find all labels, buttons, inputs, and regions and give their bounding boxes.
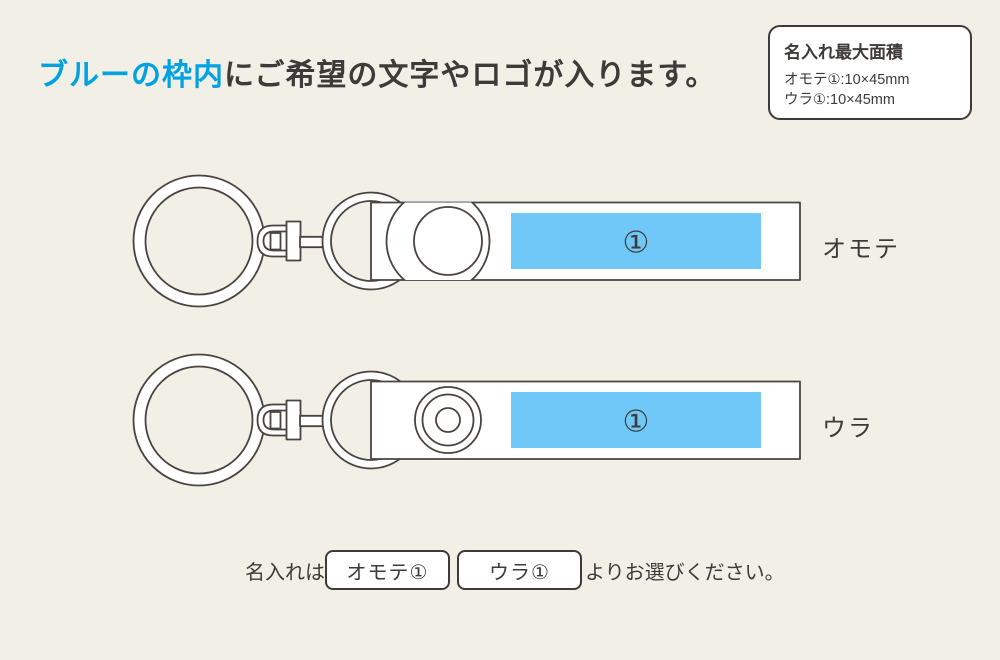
print-area-front [511, 213, 761, 269]
imprint-choice-prefix: 名入れは [245, 561, 325, 584]
snap-button-back-center [435, 407, 461, 433]
info-box-line-front: オモテ①:10×45mm [784, 72, 910, 88]
swivel-collar [285, 220, 302, 262]
print-area-back-marker: ① [623, 405, 650, 440]
snap-button-front [413, 206, 483, 276]
keychain-illustration-front: ① [132, 174, 801, 308]
option-button-front[interactable]: オモテ① [325, 550, 450, 590]
imprint-choice-suffix: よりお選びください。 [585, 561, 785, 584]
info-box-title: 名入れ最大面積 [784, 43, 903, 62]
keychain-illustration-back: ① [132, 353, 801, 487]
page-title-highlight: ブルーの枠内 [38, 59, 224, 92]
page-title: ブルーの枠内にご希望の文字やロゴが入ります。 [38, 50, 716, 94]
side-label-back: ウラ [822, 415, 874, 442]
print-area-back [511, 392, 761, 448]
snap-button-back-middle [421, 393, 475, 447]
imprint-size-info-box: 名入れ最大面積 オモテ①:10×45mm ウラ①:10×45mm [768, 25, 972, 120]
imprint-choice-row: 名入れは オモテ① ウラ① よりお選びください。 [245, 550, 785, 590]
key-ring-inner [144, 365, 254, 475]
info-box-line-back: ウラ①:10×45mm [784, 92, 895, 108]
swivel-collar [285, 399, 302, 441]
key-ring-inner [144, 186, 254, 296]
page-title-rest: にご希望の文字やロゴが入ります。 [224, 59, 717, 92]
print-area-front-marker: ① [623, 226, 650, 261]
option-button-back[interactable]: ウラ① [457, 550, 582, 590]
swivel-pin-slot [269, 232, 282, 251]
swivel-pin-slot [269, 411, 282, 430]
side-label-front: オモテ [822, 236, 900, 263]
